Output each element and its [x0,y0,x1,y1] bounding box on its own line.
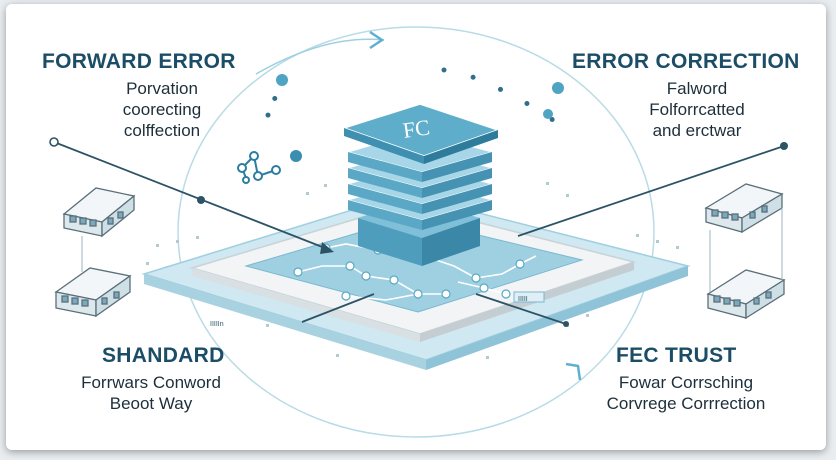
bottom-left-line: Forrwars Conword [81,373,221,392]
top-right-line: Folforrcatted [649,100,745,119]
pointer-origin [49,137,59,147]
platform-frame-edge [192,268,420,342]
diagram-frame: IIIII FC [6,4,826,450]
node-dot [276,74,288,86]
platform-outer-edge [144,274,426,370]
node-dot [543,109,553,119]
arrow-head [320,242,334,254]
pointer-joint [197,196,205,204]
bottom-left-body: Forrwars Conword Beoot Way [66,372,236,414]
dot-trail [265,79,285,133]
fec-diagram: IIIII FC [49,26,788,438]
house-icon [704,183,784,234]
pointer-joint [563,321,569,327]
bottom-left-title: SHANDARD [102,344,225,367]
platform-outer-edge [426,266,688,370]
top-left-line: colffection [123,121,201,140]
bottom-right-title: FEC TRUST [616,344,737,367]
bottom-right-line: Fowar Corrsching [618,373,754,392]
house-icon [54,267,132,318]
pointer-line-lower-left [301,293,375,323]
chip-label: FC [401,114,431,143]
top-right-body: Falword Folforrcatted and erctwar [622,78,772,141]
chip-marker [513,291,545,303]
chip-marker-text: IIIII [518,296,528,303]
bottom-right-body: Fowar Corrsching Corvrege Corrrection [588,372,784,414]
dot-trail [441,67,569,135]
top-left-body: Porvation coorecting colffection [92,78,232,141]
bottom-left-line: Beoot Way [109,394,193,413]
pointer-line-lower-right [475,293,567,325]
network-icon [237,151,281,184]
side-mark: IIIIIn [210,321,224,328]
top-right-line: and erctwar [652,121,742,140]
pointer-line-left [53,141,331,251]
top-right-line: Falword [666,79,728,98]
bottom-right-line: Corvrege Corrrection [606,394,766,413]
top-right-title: ERROR CORRECTION [572,50,800,73]
top-left-title: FORWARD ERROR [42,50,236,73]
arrow-icon [369,30,385,50]
node-dot [290,150,302,162]
fec-chip-tower [341,103,501,266]
top-left-line: coorecting [122,100,202,119]
pointer-origin [780,142,788,150]
arrow-icon [565,362,582,381]
node-dot [552,82,564,94]
orbit-ring-outer [177,26,655,438]
orbit-arc-upper [255,38,385,75]
pointer-line-right [517,145,785,237]
house-icon [62,187,136,238]
top-left-line: Porvation [126,79,198,98]
house-icon [706,269,786,320]
